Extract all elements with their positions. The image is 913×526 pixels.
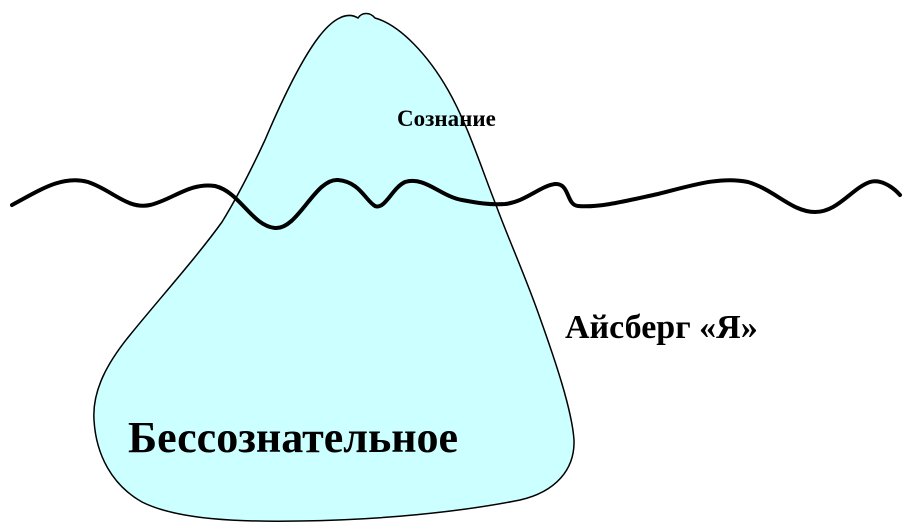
- iceberg-title: Айсберг «Я»: [565, 309, 758, 346]
- water-surface-line: [10, 178, 902, 230]
- iceberg-shape: [93, 12, 575, 522]
- unconscious-label: Бессознательное: [128, 413, 458, 462]
- conscious-label: Сознание: [397, 106, 496, 131]
